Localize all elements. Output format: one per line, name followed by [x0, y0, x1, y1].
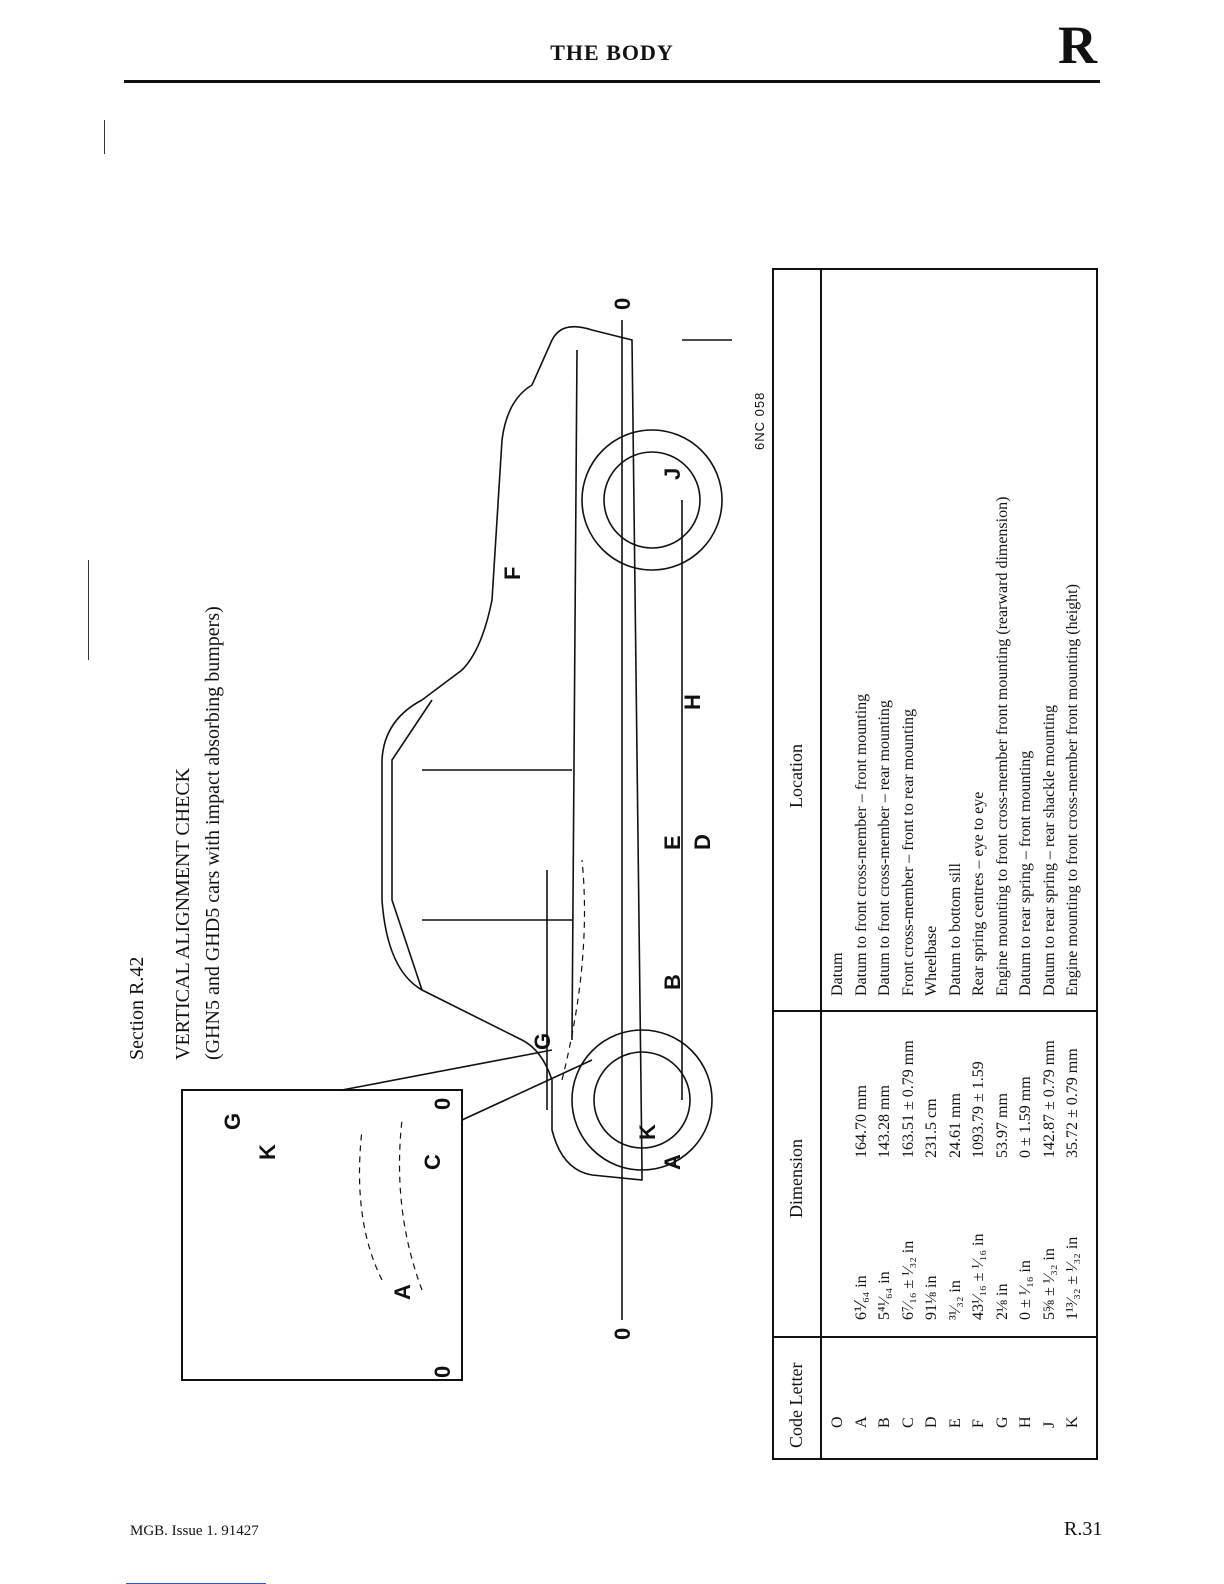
row-code-letter: K [1064, 1416, 1081, 1428]
row-code-letter: G [993, 1416, 1011, 1428]
table-row: C 6⁷⁄₁₆ ± ¹⁄₃₂ in 163.51 ± 0.79 mm Front cr… [897, 270, 921, 1458]
header-dimension: Dimension [786, 1139, 806, 1218]
table-row: B 5⁴¹⁄₆₄ in 143.28 mm Datum to front cross-… [873, 270, 897, 1458]
row-dimension-metric: 142.87 ± 0.79 mm [1040, 1040, 1058, 1158]
row-code-letter: B [876, 1417, 893, 1428]
row-dimension-metric: 163.51 ± 0.79 mm [899, 1040, 917, 1158]
row-dimension-imperial: 6⅟₆₄ in [852, 1275, 870, 1320]
label-g: G [220, 1112, 245, 1130]
car-diagram: 0 0 0 0 A A B C D E F G G H J K K 6NC 05… [122, 260, 1102, 1460]
row-location: Engine mounting to front cross-member fr… [993, 496, 1011, 996]
label-a: A [390, 1284, 415, 1300]
row-location: Datum to bottom sill [946, 863, 964, 996]
label-c: C [420, 1154, 445, 1170]
row-location: Engine mounting to front cross-member fr… [1064, 584, 1081, 996]
table-row: D 91⅛ in 231.5 cm Wheelbase [920, 270, 944, 1458]
row-location: Datum [829, 952, 846, 996]
table-row: F 43¹⁄₁₆ ± ¹⁄₁₆ in 1093.79 ± 1.59 Rear spri… [967, 270, 991, 1458]
row-code-letter: J [1040, 1421, 1058, 1428]
section-letter: R [1058, 15, 1097, 75]
row-dimension-metric: 24.61 mm [946, 1093, 964, 1158]
label-b: B [660, 974, 685, 990]
row-location: Datum to front cross-member – rear mount… [876, 700, 893, 996]
label-k-car: K [635, 1124, 660, 1140]
row-dimension-metric: 35.72 ± 0.79 mm [1064, 1048, 1081, 1158]
rear-wheel [571, 1029, 713, 1171]
label-g-car: G [530, 1032, 555, 1050]
row-location: Wheelbase [923, 925, 940, 996]
label-0-right: 0 [610, 297, 635, 310]
margin-mark-top [104, 120, 105, 154]
label-j: J [660, 467, 685, 480]
row-dimension-imperial: 0 ± ¹⁄₁₆ in [1017, 1260, 1034, 1320]
row-dimension-imperial: 5⁴¹⁄₆₄ in [876, 1271, 893, 1320]
label-0-left: 0 [610, 1327, 635, 1340]
row-dimension-imperial: 2⅛ in [993, 1283, 1011, 1320]
row-dimension-metric: 1093.79 ± 1.59 [970, 1061, 987, 1158]
row-dimension-metric: 53.97 mm [993, 1093, 1011, 1158]
table-row: A 6⅟₆₄ in 164.70 mm Datum to front cross-me… [850, 270, 874, 1458]
row-location: Rear spring centres – eye to eye [970, 791, 987, 996]
row-location: Datum to rear spring – front mounting [1017, 750, 1034, 996]
row-dimension-metric: 0 ± 1.59 mm [1017, 1076, 1034, 1158]
label-k: K [255, 1144, 280, 1160]
label-d: D [690, 834, 715, 850]
row-code-letter: O [829, 1416, 846, 1428]
row-code-letter: C [899, 1417, 917, 1428]
row-dimension-imperial: 43¹⁄₁₆ ± ¹⁄₁₆ in [970, 1233, 987, 1320]
row-code-letter: D [923, 1416, 940, 1428]
label-a-car: A [660, 1154, 685, 1170]
car-body [381, 325, 643, 1181]
figure-code: 6NC 058 [752, 391, 767, 450]
header-rule [124, 80, 1100, 83]
label-f: F [500, 566, 525, 580]
row-location: Front cross-member – front to rear mount… [899, 708, 917, 996]
row-dimension-metric: 143.28 mm [876, 1085, 893, 1158]
label-0-inset-right: 0 [430, 1097, 455, 1110]
row-dimension-imperial: 6⁷⁄₁₆ ± ¹⁄₃₂ in [899, 1240, 917, 1320]
car-outline-drawing [181, 320, 732, 1381]
row-location: Datum to front cross-member – front moun… [852, 693, 870, 996]
row-code-letter: H [1017, 1416, 1034, 1428]
table-row: O Datum [826, 270, 850, 1458]
front-wheel [581, 429, 723, 571]
row-dimension-metric: 164.70 mm [852, 1085, 870, 1158]
label-0-inset-left: 0 [430, 1365, 455, 1378]
header-code-letter: Code Letter [786, 1362, 806, 1448]
rotated-content: Section R.42 VERTICAL ALIGNMENT CHECK (G… [122, 260, 1102, 1460]
margin-mark-mid [88, 560, 89, 660]
row-code-letter: A [852, 1416, 870, 1428]
inset-box [181, 1089, 463, 1381]
row-dimension-imperial: 91⅛ in [923, 1275, 940, 1320]
page-header-title: THE BODY [550, 40, 674, 65]
table-row: K 1¹³⁄₃₂ ± ¹⁄₃₂ in 35.72 ± 0.79 mm Engine m… [1061, 270, 1085, 1458]
table-row: J 5⅝ ± ¹⁄₃₂ in 142.87 ± 0.79 mm Datum to re… [1038, 270, 1062, 1458]
row-dimension-imperial: 1¹³⁄₃₂ ± ¹⁄₃₂ in [1064, 1236, 1081, 1320]
row-code-letter: F [970, 1419, 987, 1428]
table-row: H 0 ± ¹⁄₁₆ in 0 ± 1.59 mm Datum to rear spr… [1014, 270, 1038, 1458]
footer-right: R.31 [1064, 1518, 1103, 1540]
table-row: G 2⅛ in 53.97 mm Engine mounting to front c… [991, 270, 1015, 1458]
table-row: E ³¹⁄₃₂ in 24.61 mm Datum to bottom sill [944, 270, 968, 1458]
row-location: Datum to rear spring – rear shackle moun… [1040, 704, 1058, 996]
row-dimension-imperial: 5⅝ ± ¹⁄₃₂ in [1040, 1248, 1058, 1320]
header-location: Location [786, 744, 806, 808]
label-h: H [680, 694, 705, 710]
label-e: E [660, 835, 685, 850]
row-dimension-imperial: ³¹⁄₃₂ in [946, 1280, 964, 1320]
footer-left: MGB. Issue 1. 91427 [130, 1523, 259, 1539]
row-code-letter: E [946, 1418, 964, 1428]
row-dimension-metric: 231.5 cm [923, 1098, 940, 1158]
